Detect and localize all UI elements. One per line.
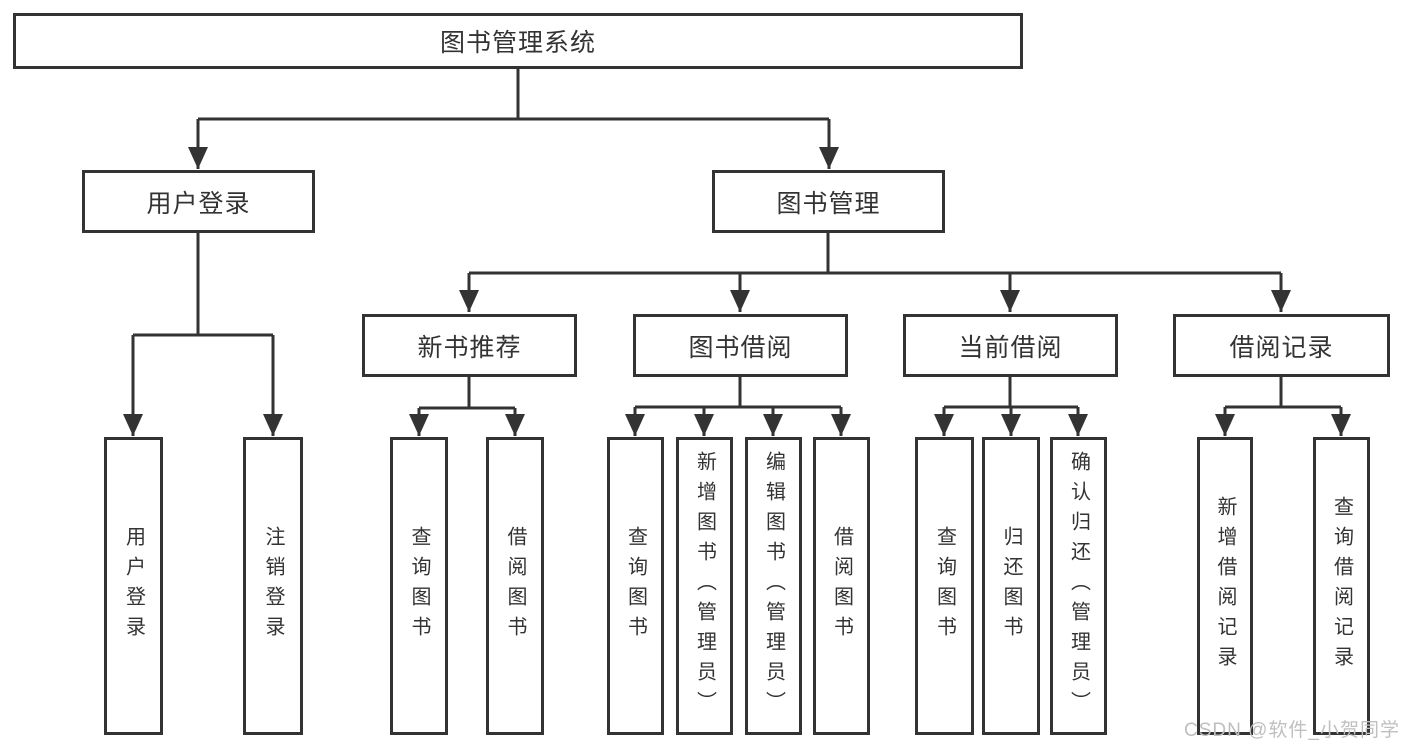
node-book-borrow: 图书借阅	[633, 314, 848, 377]
node-borrow-record: 借阅记录	[1173, 314, 1390, 377]
node-book-management: 图书管理	[712, 170, 945, 233]
leaf-user-login: 用户登录	[104, 437, 163, 735]
leaf-logout-login: 注销登录	[243, 437, 303, 735]
csdn-watermark: CSDN @软件_小贺同学	[1184, 720, 1400, 741]
leaf-borrow-edit-book-admin: 编辑图书（管理员）	[745, 437, 802, 735]
leaf-record-add-record: 新增借阅记录	[1197, 437, 1253, 735]
leaf-current-query-book: 查询图书	[915, 437, 974, 735]
leaf-current-return-book: 归还图书	[982, 437, 1040, 735]
node-new-book-recommend: 新书推荐	[362, 314, 577, 377]
leaf-borrow-query-book: 查询图书	[607, 437, 664, 735]
leaf-borrow-borrow-book: 借阅图书	[813, 437, 870, 735]
leaf-record-query-record: 查询借阅记录	[1313, 437, 1370, 735]
leaf-recommend-borrow-book: 借阅图书	[486, 437, 544, 735]
node-user-login: 用户登录	[82, 170, 315, 233]
node-current-borrow: 当前借阅	[903, 314, 1118, 377]
connector-trunk	[133, 68, 1341, 410]
leaf-recommend-query-book: 查询图书	[390, 437, 448, 735]
leaf-borrow-add-book-admin: 新增图书（管理员）	[676, 437, 733, 735]
node-library-management-system: 图书管理系统	[13, 13, 1023, 69]
leaf-current-confirm-return-admin: 确认归还（管理员）	[1050, 437, 1107, 735]
